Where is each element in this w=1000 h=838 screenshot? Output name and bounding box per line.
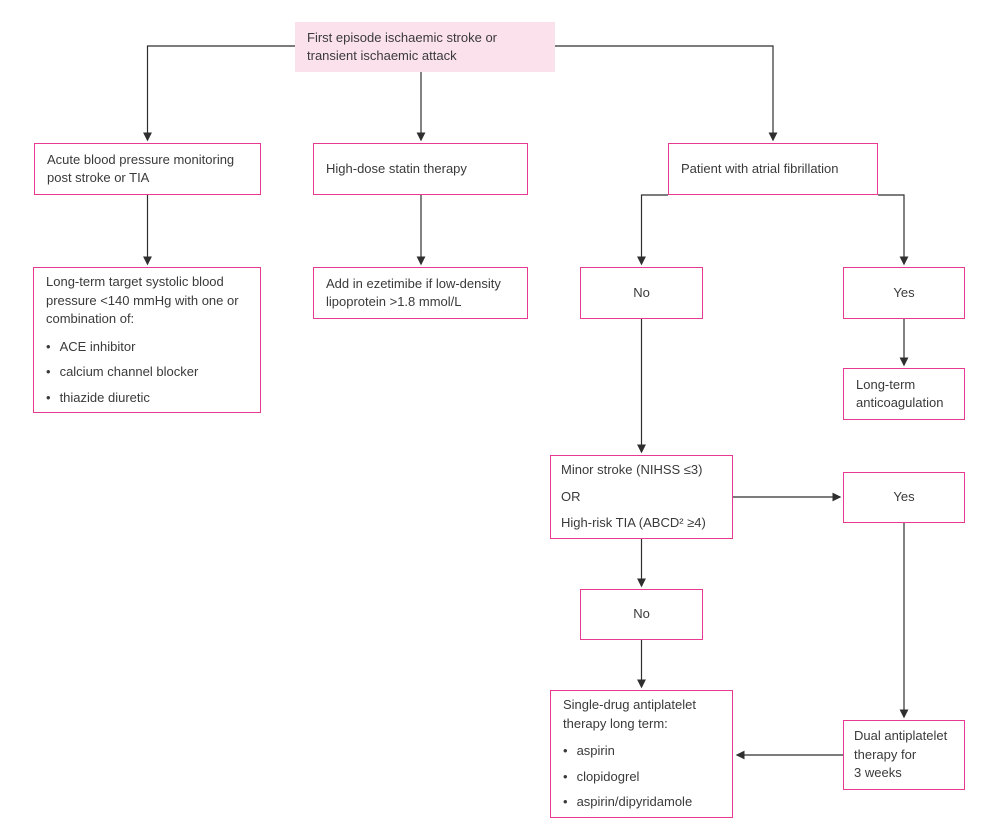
node-text: therapy for — [854, 746, 917, 762]
bullet-icon: • — [563, 743, 568, 759]
node-text: Dual antiplatelet — [854, 728, 948, 744]
bullet-icon: • — [563, 768, 568, 784]
bullet-icon: • — [46, 338, 51, 354]
node-text: Yes — [893, 284, 915, 300]
bullet-text: ACE inhibitor — [59, 338, 136, 354]
bullet-icon: • — [46, 364, 51, 379]
arrow-af-to-no — [637, 194, 668, 266]
node-text: Minor stroke (NIHSS ≤3) — [561, 462, 703, 478]
bullet-icon: • — [563, 794, 568, 810]
arrow-start-to-acute-bp — [143, 45, 295, 142]
bullet-text: clopidogrel — [576, 768, 640, 784]
node-bp-target: Long-term target systolic blood pressure… — [33, 267, 261, 413]
node-text: Yes — [893, 489, 915, 505]
node-ezetimibe: Add in ezetimibe if low-density lipoprot… — [313, 267, 528, 319]
node-first-episode: First episode ischaemic stroke or transi… — [295, 22, 555, 72]
node-acute-bp-monitoring: Acute blood pressure monitoring post str… — [34, 143, 261, 195]
node-minor-yes: Yes — [843, 472, 965, 523]
node-text: Add in ezetimibe if low-density lipoprot… — [326, 275, 501, 310]
bullet-item: • aspirin/dipyridamole — [563, 793, 720, 812]
node-anticoagulation: Long-term anticoagulation — [843, 368, 965, 420]
node-text: transient ischaemic attack — [307, 48, 457, 63]
node-atrial-fibrillation: Patient with atrial fibrillation — [668, 143, 878, 195]
bullet-icon: • — [46, 389, 51, 405]
node-text: 3 weeks — [854, 765, 902, 781]
node-minor-stroke: Minor stroke (NIHSS ≤3) OR High-risk TIA… — [550, 455, 733, 539]
bullet-item: • ACE inhibitor — [46, 338, 248, 357]
bullet-item: • calcium channel blocker — [46, 363, 248, 382]
node-single-antiplatelet: Single-drug antiplatelet therapy long te… — [550, 690, 733, 818]
node-text: Patient with atrial fibrillation — [681, 160, 839, 176]
bullet-item: • aspirin — [563, 742, 720, 761]
node-statin-therapy: High-dose statin therapy — [313, 143, 528, 195]
node-minor-no: No — [580, 589, 703, 640]
bullet-text: aspirin — [576, 743, 615, 759]
node-af-yes: Yes — [843, 267, 965, 319]
node-text: First episode ischaemic stroke or — [307, 29, 498, 45]
node-af-no: No — [580, 267, 703, 319]
node-text: Long-term anticoagulation — [856, 376, 944, 411]
arrow-start-to-af — [555, 45, 778, 142]
node-dual-antiplatelet: Dual antiplatelet therapy for 3 weeks — [843, 720, 965, 790]
arrow-af-to-yes — [878, 194, 909, 266]
node-text: OR — [561, 488, 581, 504]
node-text: High-risk TIA (ABCD² ≥4) — [561, 515, 706, 531]
bullet-list: • ACE inhibitor • calcium channel blocke… — [46, 331, 248, 408]
node-text: No — [633, 284, 650, 300]
bullet-item: • clopidogrel — [563, 768, 720, 787]
node-text: Long-term target systolic blood pressure… — [46, 274, 239, 326]
node-text: Single-drug antiplatelet therapy long te… — [563, 697, 696, 731]
bullet-item: • thiazide diuretic — [46, 389, 248, 408]
bullet-text: aspirin/dipyridamole — [576, 794, 693, 810]
node-text: Acute blood pressure monitoring post str… — [47, 151, 235, 186]
node-text: No — [633, 606, 650, 622]
bullet-text: thiazide diuretic — [59, 389, 150, 405]
bullet-text: calcium channel blocker — [59, 364, 199, 379]
bullet-list: • aspirin • clopidogrel • aspirin/dipyri… — [563, 735, 720, 812]
node-text: High-dose statin therapy — [326, 160, 467, 176]
